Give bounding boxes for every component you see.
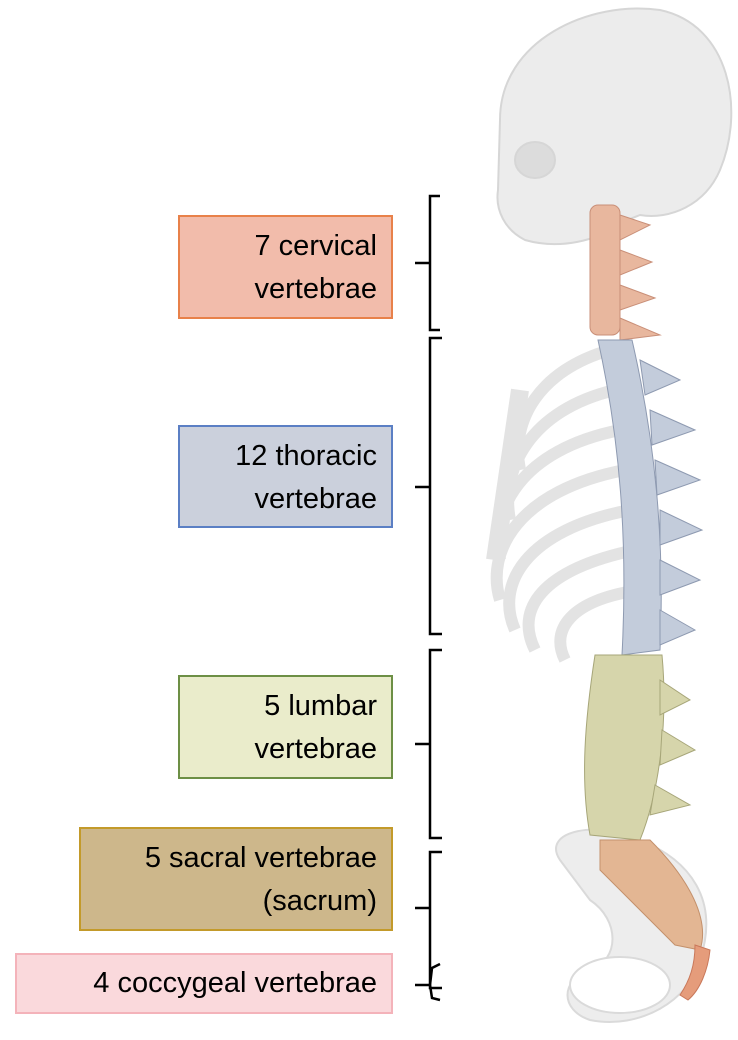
label-line: vertebrae [254,483,377,515]
bracket-cervical [415,194,440,332]
label-line: 12 thoracic [235,440,377,472]
label-coccygeal: 4 coccygeal vertebrae [15,953,393,1014]
thoracic-spine [597,339,704,656]
rib-cage [486,344,641,663]
brackets [415,194,442,1002]
label-lumbar: 5 lumbar vertebrae [178,675,393,779]
label-line: (sacrum) [262,885,377,917]
bracket-thoracic [415,336,442,636]
label-line: 5 lumbar [264,690,377,722]
label-line: 4 coccygeal vertebrae [93,967,377,999]
skull [496,7,733,246]
bracket-coccygeal [415,962,441,1002]
label-cervical: 7 cervical vertebrae [178,215,393,319]
bracket-sacral [415,850,442,990]
label-line: vertebrae [254,273,377,305]
cervical-spine [589,204,662,341]
label-line: 7 cervical [254,230,378,262]
label-line: 5 sacral vertebrae [144,842,377,874]
coccyx [679,944,711,1001]
label-line: vertebrae [254,733,377,765]
bracket-lumbar [415,648,442,840]
label-sacral: 5 sacral vertebrae (sacrum) [79,827,393,931]
label-thoracic: 12 thoracic vertebrae [178,425,393,528]
lumbar-spine [584,654,697,841]
